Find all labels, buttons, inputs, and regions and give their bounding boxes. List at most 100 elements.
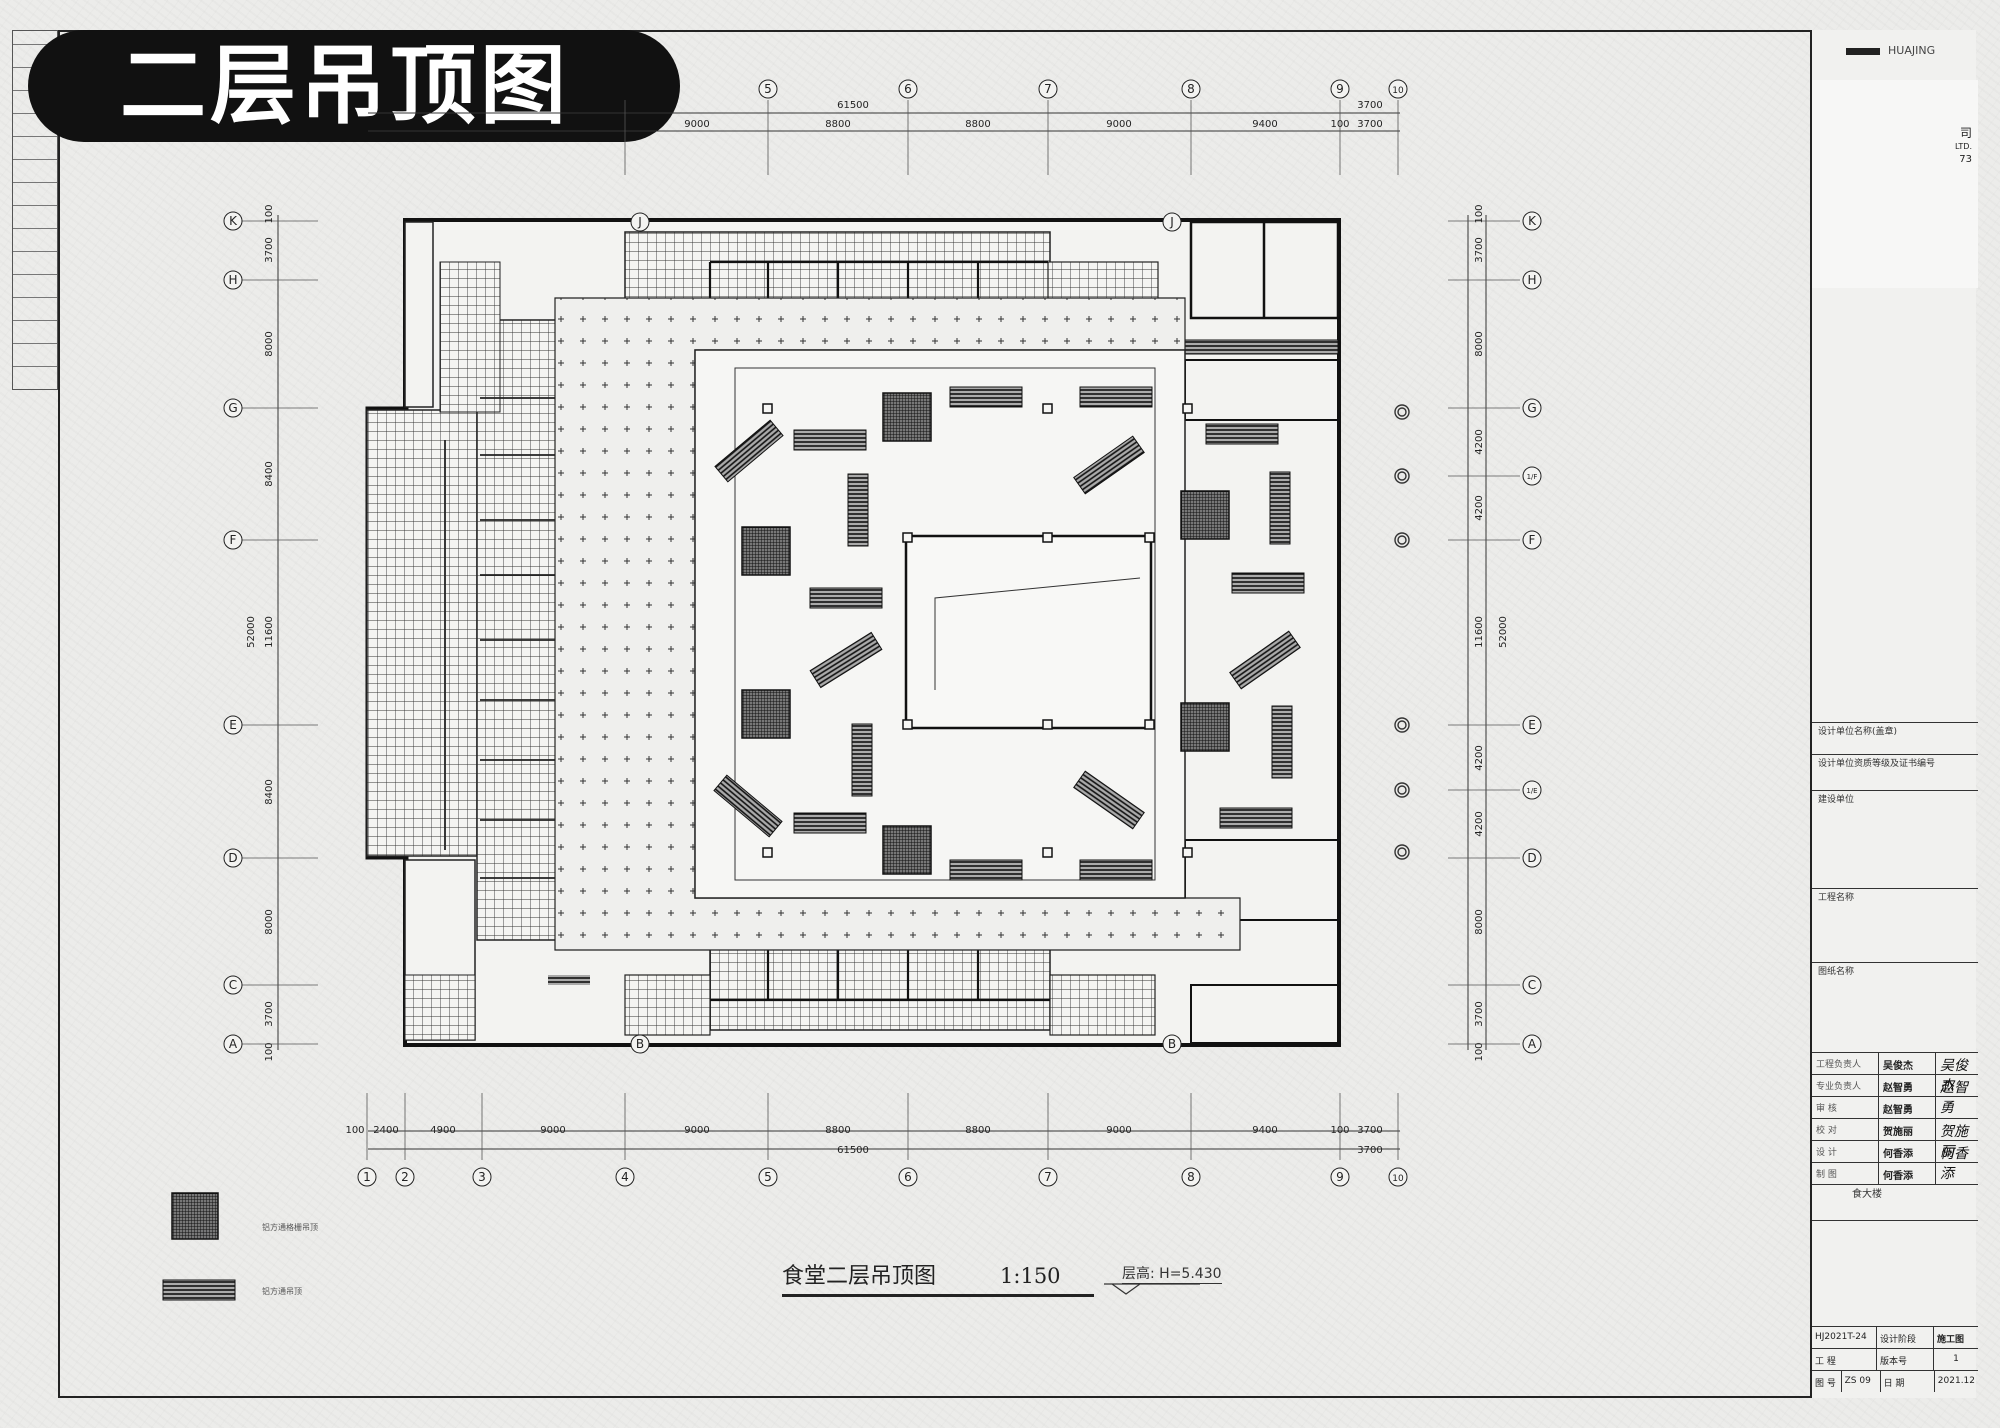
- left-grid-ceiling-a: [366, 409, 478, 857]
- axis-bubble-col: 9: [1330, 79, 1350, 99]
- dim-left-seg: 8400: [264, 779, 275, 804]
- axis-bubble-col: 7: [1038, 79, 1058, 99]
- svg-text:7: 7: [1044, 1170, 1052, 1184]
- axis-bubble-row: D: [223, 848, 243, 868]
- company-logo-mark: [1846, 48, 1880, 55]
- axis-bubble-interior: J: [1162, 212, 1182, 232]
- axis-bubble-row: C: [1522, 975, 1542, 995]
- svg-text:9: 9: [1336, 1170, 1344, 1184]
- svg-text:H: H: [228, 273, 237, 287]
- dim-bottom-seg: 9400: [1252, 1125, 1277, 1136]
- tb-role-row: 校 对贺施丽贺施丽: [1812, 1118, 1978, 1160]
- dim-left-seg: 8400: [264, 461, 275, 486]
- dim-top-seg: 3700: [1357, 119, 1382, 130]
- dim-top-total: 61500: [837, 100, 869, 111]
- svg-text:10: 10: [1392, 86, 1404, 96]
- svg-text:5: 5: [764, 82, 772, 96]
- axis-bubble-col: 1: [357, 1167, 377, 1187]
- svg-text:F: F: [1529, 533, 1536, 547]
- company-info-area: 司 LTD. 73: [1812, 80, 1978, 288]
- legend-label-strip: 铝方通吊顶: [262, 1287, 302, 1296]
- svg-text:H: H: [1527, 273, 1536, 287]
- tb-role-row: 制 图何香添: [1812, 1162, 1978, 1184]
- axis-bubble-row: D: [1522, 848, 1542, 868]
- svg-text:9: 9: [1336, 82, 1344, 96]
- axis-bubble-row: A: [223, 1034, 243, 1054]
- dim-right-seg: 3700: [1474, 1001, 1485, 1026]
- svg-text:3: 3: [478, 1170, 486, 1184]
- legend-strip-swatch: [162, 1279, 236, 1301]
- dim-right-total: 52000: [1498, 616, 1509, 648]
- svg-text:A: A: [229, 1037, 238, 1051]
- axis-bubble-col: 8: [1181, 79, 1201, 99]
- atrium-void: [904, 534, 1153, 730]
- title-badge: 二层吊顶图: [28, 30, 680, 142]
- svg-text:6: 6: [904, 1170, 912, 1184]
- svg-text:6: 6: [904, 82, 912, 96]
- dimension-lines: [277, 112, 1487, 1150]
- axis-bubble-row: C: [223, 975, 243, 995]
- svg-text:B: B: [636, 1037, 644, 1051]
- tb-notes: [1812, 1220, 1978, 1326]
- axis-bubble-row: A: [1522, 1034, 1542, 1054]
- dim-right-seg: 8000: [1474, 331, 1485, 356]
- svg-text:E: E: [229, 718, 237, 732]
- dim-top-seg: 100: [1330, 119, 1349, 130]
- dim-bottom-seg: 2400: [373, 1125, 398, 1136]
- svg-text:8: 8: [1187, 82, 1195, 96]
- legend-label-grid: 铝方通格栅吊顶: [262, 1223, 318, 1232]
- svg-text:J: J: [637, 215, 642, 229]
- axis-bubble-row: G: [1522, 398, 1542, 418]
- axis-bubble-row: G: [223, 398, 243, 418]
- axis-bubble-row: F: [1522, 530, 1542, 550]
- dim-top-seg: 9000: [1106, 119, 1131, 130]
- svg-text:4: 4: [621, 1170, 629, 1184]
- dim-left-seg: 8000: [264, 909, 275, 934]
- axis-bubble-row: H: [223, 270, 243, 290]
- svg-text:J: J: [1169, 215, 1174, 229]
- dim-top-extra: 3700: [1357, 100, 1382, 111]
- dim-bottom-seg: 100: [1330, 1125, 1349, 1136]
- axis-bubble-row: E: [223, 715, 243, 735]
- dim-top-seg: 9400: [1252, 119, 1277, 130]
- dim-bottom-seg: 100: [345, 1125, 364, 1136]
- tb-role-row: 专业负责人赵智勇赵智勇: [1812, 1074, 1978, 1116]
- axis-bubble-col: 10: [1388, 79, 1408, 99]
- dim-right-seg: 11600: [1474, 616, 1485, 648]
- dim-left-seg: 8000: [264, 331, 275, 356]
- dim-top-seg: 8800: [965, 119, 990, 130]
- tb-project: 工程名称: [1812, 888, 1978, 962]
- svg-text:D: D: [228, 851, 237, 865]
- tb-drawing-name: 图纸名称: [1812, 962, 1978, 1052]
- svg-text:1: 1: [363, 1170, 371, 1184]
- svg-text:A: A: [1528, 1037, 1537, 1051]
- dim-left-seg: 100: [264, 204, 275, 223]
- dim-right-seg: 100: [1474, 1042, 1485, 1061]
- axis-bubble-col: 6: [898, 1167, 918, 1187]
- axis-bubble-col: 5: [758, 79, 778, 99]
- company-name: HUAJING: [1888, 44, 1936, 57]
- tb-designer-name: 设计单位名称(盖章): [1812, 722, 1978, 754]
- axis-bubble-row: K: [223, 211, 243, 231]
- axis-bubble-col: 5: [758, 1167, 778, 1187]
- dim-left-seg: 3700: [264, 1001, 275, 1026]
- svg-text:5: 5: [764, 1170, 772, 1184]
- dim-bottom-seg: 9000: [540, 1125, 565, 1136]
- tb-role-row: 工程负责人吴俊杰吴俊杰: [1812, 1052, 1978, 1094]
- tb-client: 建设单位: [1812, 790, 1978, 888]
- dim-bottom-extra: 3700: [1357, 1145, 1382, 1156]
- dim-bottom-seg: 8800: [965, 1125, 990, 1136]
- axis-bubble-col: 8: [1181, 1167, 1201, 1187]
- svg-text:D: D: [1527, 851, 1536, 865]
- dim-right-seg: 4200: [1474, 811, 1485, 836]
- dim-right-seg: 100: [1474, 204, 1485, 223]
- dim-bottom-seg: 8800: [825, 1125, 850, 1136]
- svg-text:E: E: [1528, 718, 1536, 732]
- badge-title: 二层吊顶图: [120, 36, 570, 136]
- dim-right-seg: 3700: [1474, 237, 1485, 262]
- svg-text:C: C: [1528, 978, 1536, 992]
- axis-bubble-row: K: [1522, 211, 1542, 231]
